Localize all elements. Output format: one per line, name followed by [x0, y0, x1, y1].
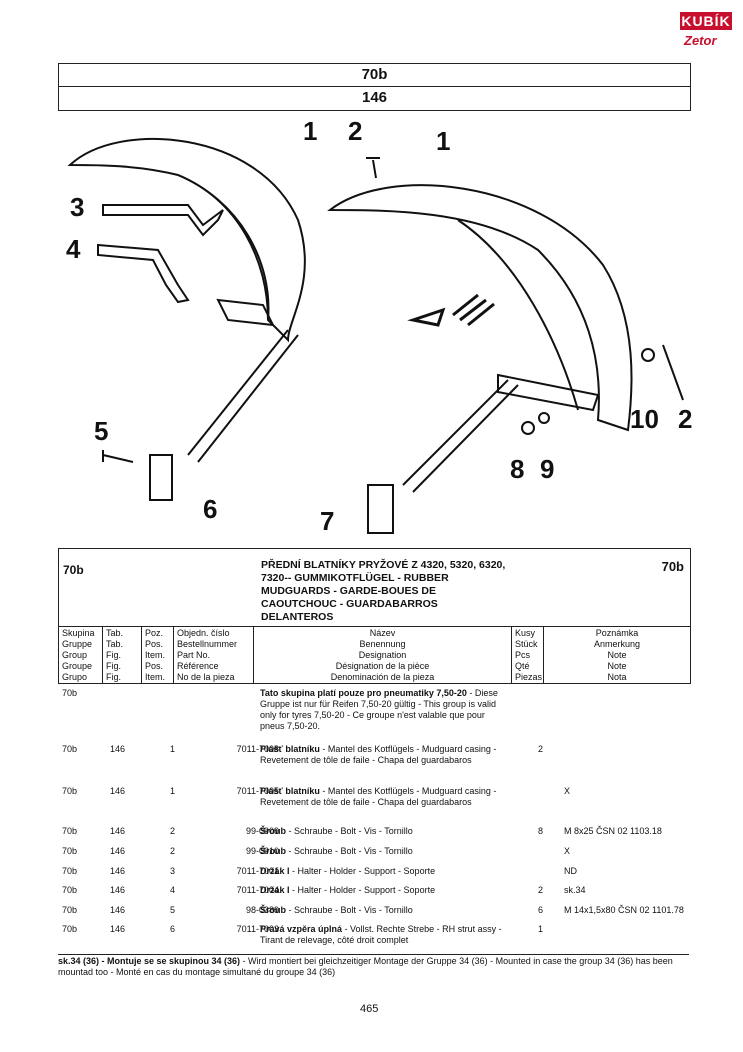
footnote: sk.34 (36) - Montuje se se skupinou 34 (…	[58, 954, 689, 978]
bolt-2-top	[366, 157, 380, 179]
col-figure: Tab.Tab.Fig.Fig.Fig.	[103, 627, 142, 683]
right-strut-plate	[367, 484, 394, 534]
callout-5: 5	[94, 416, 108, 446]
group-code: 70b	[59, 64, 690, 87]
section-code-right: 70b	[661, 559, 684, 574]
left-mudguard	[67, 137, 306, 343]
page-title-box: 70b 146	[58, 63, 691, 111]
section-title: PŘEDNÍ BLATNÍKY PRYŽOVÉ Z 4320, 5320, 63…	[261, 559, 506, 623]
callout-10: 10	[630, 404, 659, 434]
right-mudguard	[327, 184, 633, 432]
callout-2-top: 2	[348, 116, 362, 146]
callout-4: 4	[66, 234, 81, 264]
callout-1-right: 1	[436, 126, 450, 156]
bolt-5	[102, 450, 134, 463]
callout-2-right: 2	[678, 404, 692, 434]
bolt-2-right	[662, 344, 684, 401]
figure-number: 146	[361, 89, 388, 106]
exploded-parts-drawing: 1 2 1 3 4 5 6 7 8 9 10 2	[66, 116, 692, 536]
callout-3: 3	[70, 192, 84, 222]
callout-9: 9	[540, 454, 554, 484]
left-strut-plate	[149, 454, 173, 501]
left-strut-bracket	[216, 298, 275, 327]
left-strut-6	[187, 329, 299, 463]
callout-8: 8	[510, 454, 524, 484]
page-number: 465	[360, 1003, 379, 1015]
section-code-left: 70b	[63, 563, 84, 577]
brand-logo: KUBÍK Zetor	[680, 12, 732, 54]
left-holder-3	[102, 204, 224, 237]
washer-10	[641, 348, 655, 362]
right-strut-7	[402, 379, 519, 493]
callout-7: 7	[320, 506, 334, 536]
brand-logo-line2: Zetor	[684, 33, 717, 48]
right-mudguard-inner	[457, 219, 579, 411]
brand-logo-line1: KUBÍK	[680, 12, 732, 30]
left-holder-4	[97, 243, 190, 304]
callout-1-left: 1	[303, 116, 317, 146]
washer-8	[521, 421, 535, 435]
callout-6: 6	[203, 494, 217, 524]
col-pos: Poz.Pos.Item.Pos.Item.	[142, 627, 174, 683]
left-mudguard-inner	[177, 174, 269, 321]
direction-arrow	[407, 293, 495, 327]
washer-9	[538, 412, 550, 424]
right-strut-bracket	[497, 373, 600, 412]
section-header: 70b PŘEDNÍ BLATNÍKY PRYŽOVÉ Z 4320, 5320…	[58, 548, 691, 627]
